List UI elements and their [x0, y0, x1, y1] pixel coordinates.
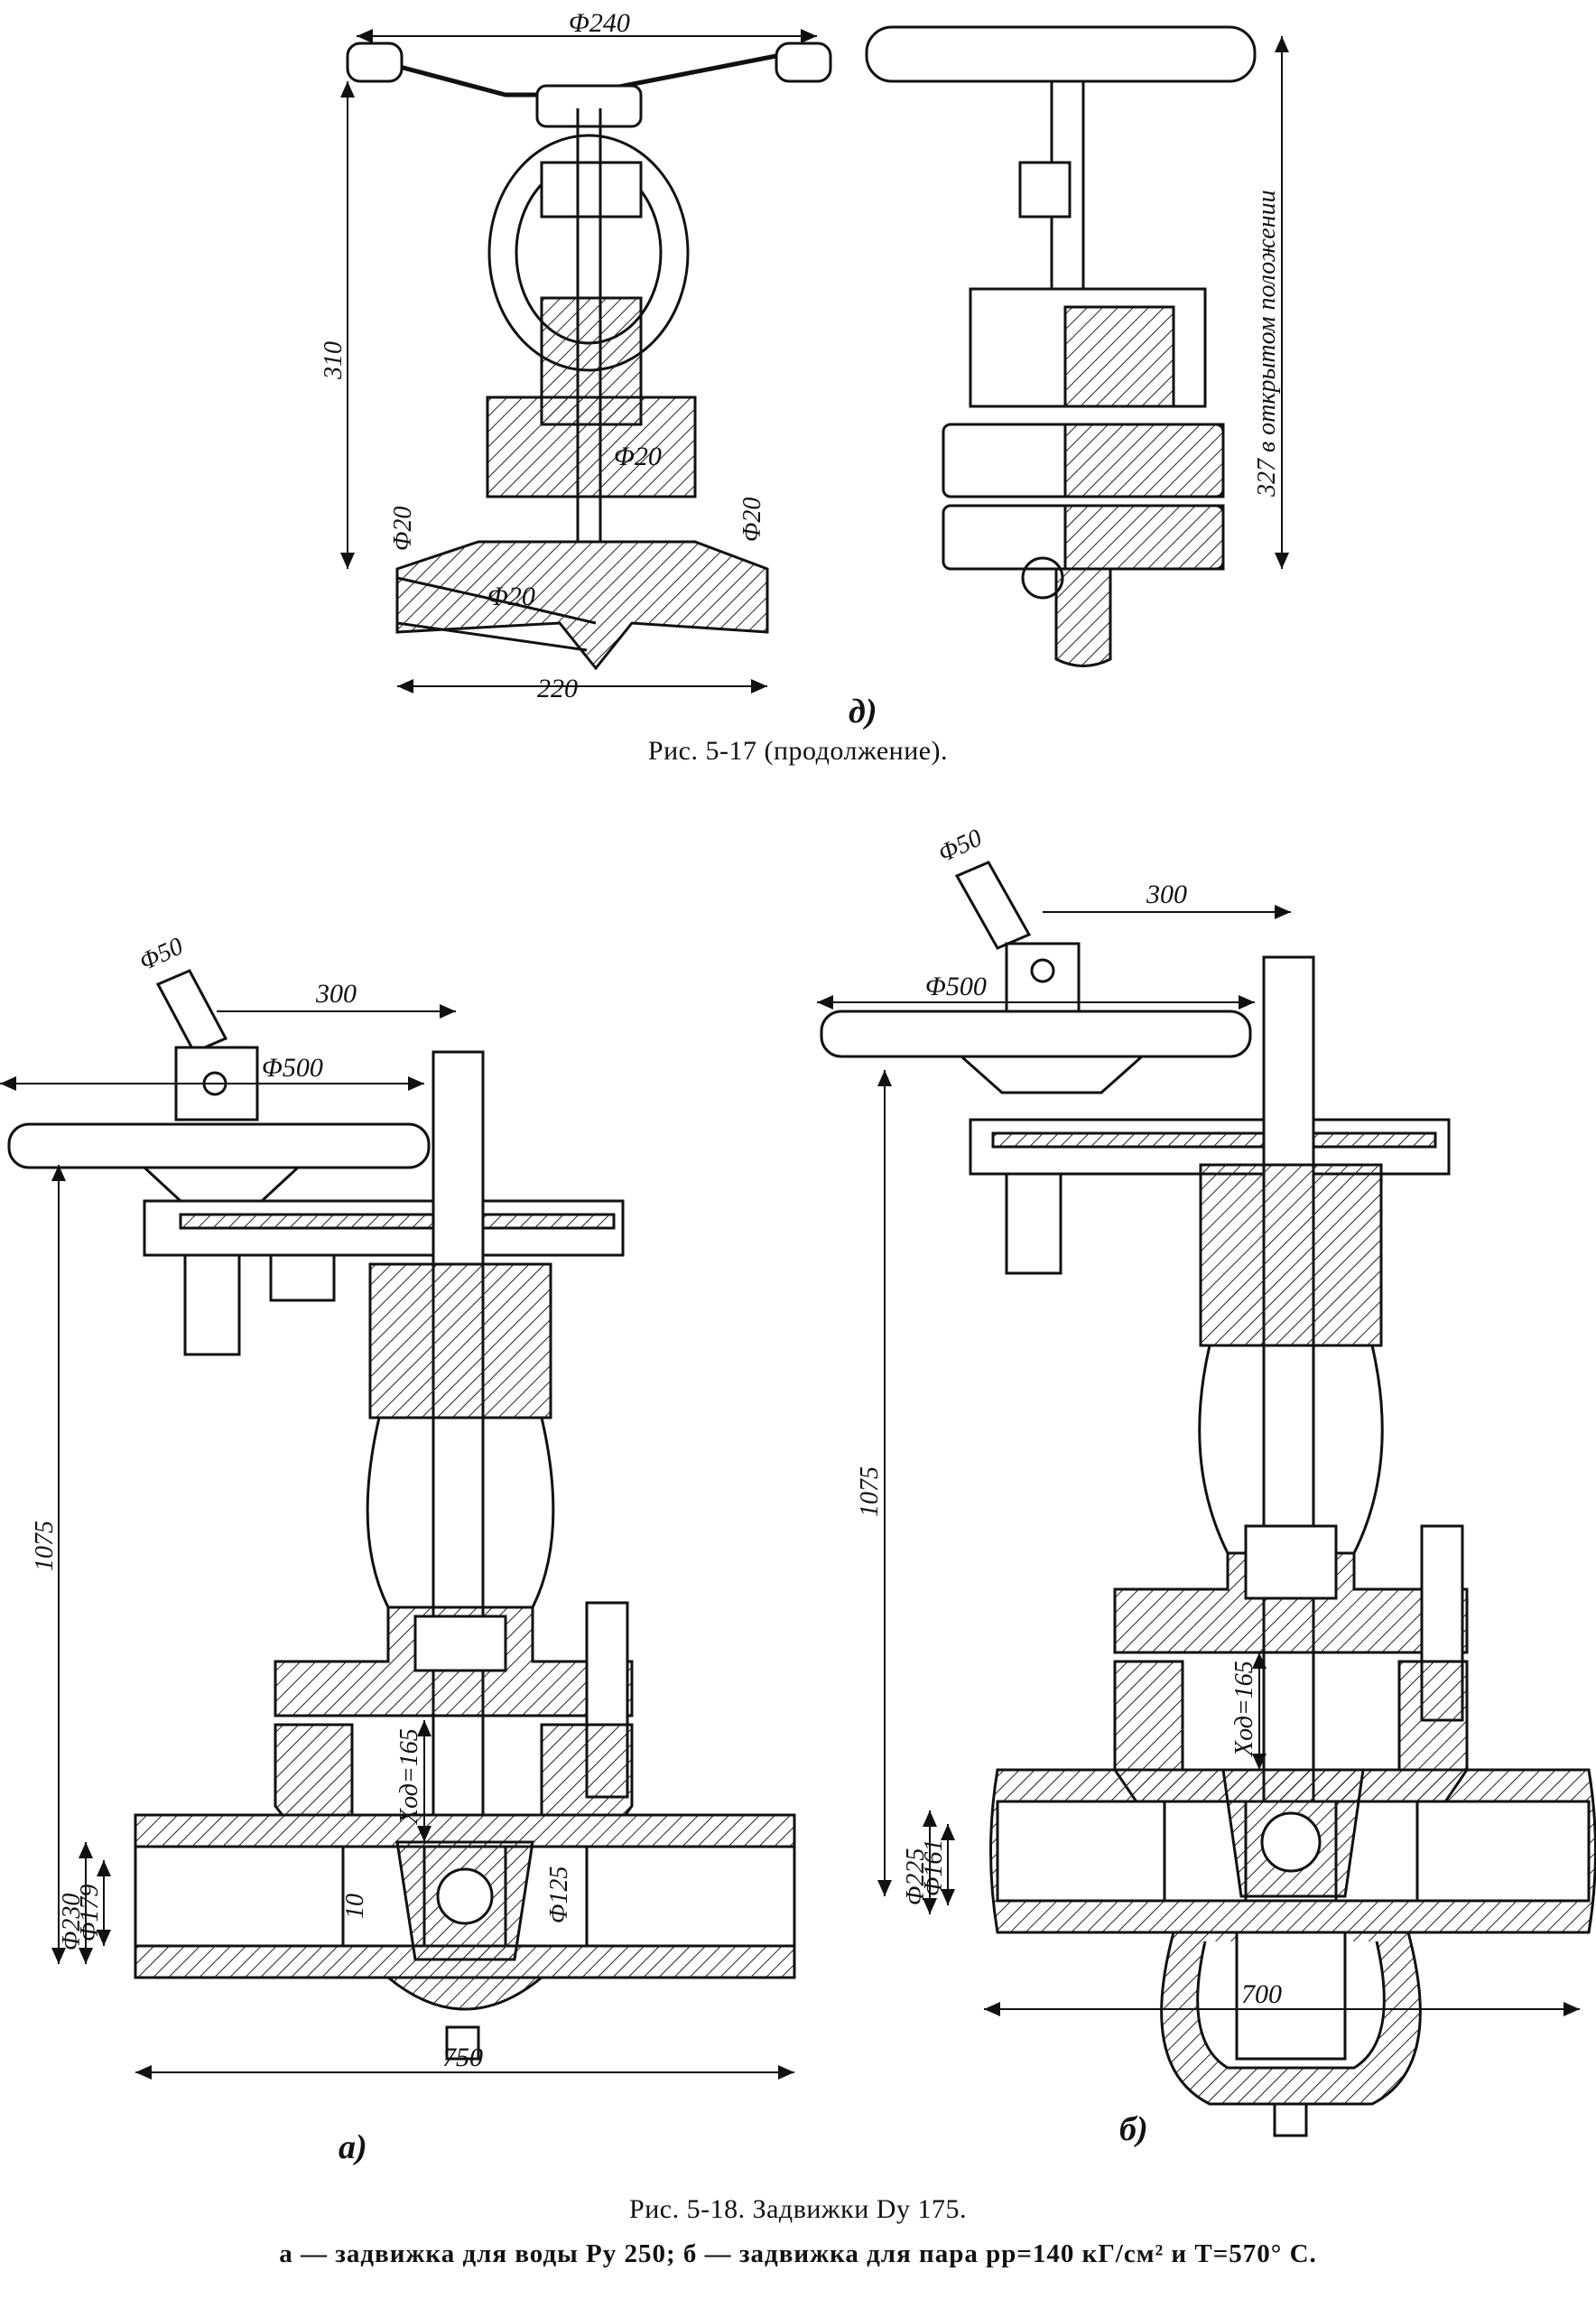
fig18a-handle-dia: Φ50	[135, 932, 188, 976]
fig18a-outer-dia: Φ230	[58, 1894, 86, 1950]
fig18a-ten: 10	[341, 1894, 369, 1919]
fig18b-handle-dia: Φ50	[934, 824, 987, 868]
fig18a-offset: 300	[315, 979, 357, 1009]
fig18b-offset: 300	[1146, 880, 1187, 909]
fig17-right-view	[865, 25, 1289, 667]
fig17-height: 310	[320, 341, 348, 380]
fig17-sublabel-d: д)	[849, 693, 877, 731]
fig18a-seat-dia: Φ125	[545, 1866, 573, 1923]
fig17-open-height: 327 в открытом положении	[1253, 190, 1281, 498]
fig18-caption-line2: а — задвижка для воды Py 250; б — задвиж…	[279, 2239, 1317, 2268]
fig18-caption-line1: Рис. 5-18. Задвижки Dy 175.	[629, 2194, 967, 2224]
fig17-left-view	[340, 29, 832, 693]
fig17-bore-dia: Φ20	[487, 582, 535, 611]
fig17-stem-dia: Φ20	[614, 442, 662, 471]
fig18b-inner-dia: Φ161	[920, 1839, 948, 1896]
fig18a-height: 1075	[31, 1521, 59, 1571]
fig18a-stroke: Xод=165	[395, 1728, 423, 1825]
fig18a-drawing	[0, 969, 796, 2080]
fig18b-height: 1075	[856, 1466, 884, 1517]
fig18b-sublabel: б)	[1119, 2110, 1148, 2148]
fig17-right-port-dia: Φ20	[738, 498, 766, 542]
fig17-caption: Рис. 5-17 (продолжение).	[647, 736, 949, 766]
fig18b-length: 700	[1241, 1979, 1282, 2009]
fig18a-wheel-dia: Φ500	[262, 1053, 323, 1083]
fig18a-length: 750	[442, 2043, 483, 2072]
fig17-wheel-dia: Φ240	[569, 8, 630, 38]
fig17-left-port-dia: Φ20	[389, 507, 417, 551]
fig18b-outer-dia: Φ225	[902, 1848, 930, 1905]
fig18b-stroke: Xод=165	[1230, 1661, 1258, 1757]
fig18a-inner-dia: Φ179	[76, 1885, 104, 1941]
fig18b-drawing	[817, 861, 1596, 2137]
fig17-length: 220	[537, 674, 578, 703]
fig18a-sublabel: а)	[339, 2128, 367, 2166]
fig18b-wheel-dia: Φ500	[925, 972, 987, 1001]
